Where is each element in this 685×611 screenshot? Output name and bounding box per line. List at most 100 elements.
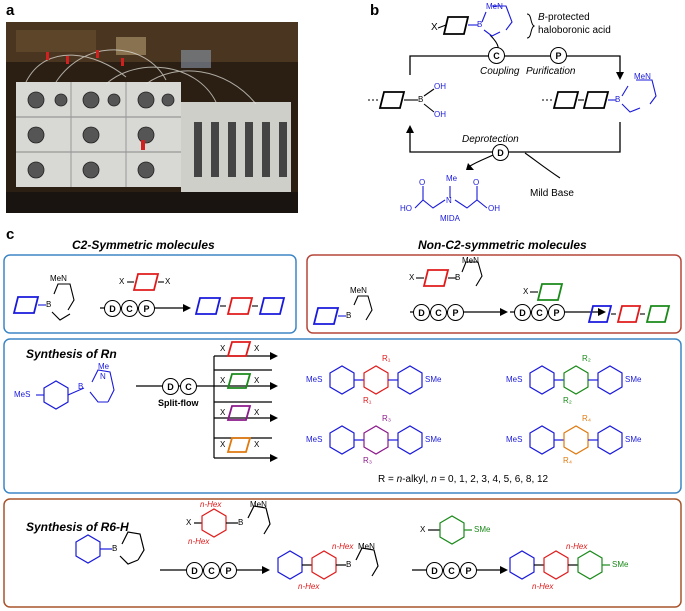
rn-start-structure — [36, 369, 115, 410]
nonc2-c2-circle: C — [531, 304, 548, 321]
r6h-start-b: B — [112, 544, 118, 553]
rn-p2-r2-top: R₂ — [582, 354, 591, 363]
r6h-c2-circle: C — [443, 562, 460, 579]
nonc2-box — [306, 254, 682, 334]
nonc2-d2-circle: D — [514, 304, 531, 321]
rn-x-4a: X — [220, 440, 226, 449]
rn-p4-r4-bottom: R₄ — [563, 456, 573, 465]
nonc2-c1-circle: C — [430, 304, 447, 321]
r6h-title: Synthesis of R6-H — [26, 520, 129, 534]
c2-c-circle: C — [121, 300, 138, 317]
boronic-oh-top: OH — [434, 82, 446, 91]
c2-x-right: X — [165, 277, 171, 286]
r6h-reagent2-structure — [428, 515, 472, 545]
rn-x-4b: X — [254, 440, 260, 449]
rn-p2-r2-bottom: R₂ — [563, 396, 572, 405]
mida-label: MIDA — [440, 214, 460, 223]
rn-footer: R = n-alkyl, n = 0, 1, 2, 3, 4, 5, 6, 8,… — [378, 474, 549, 485]
rn-p2-sme: SMe — [625, 375, 642, 384]
r6h-reagent-men: MeN — [250, 500, 267, 509]
rn-product-r4 — [529, 425, 623, 455]
rn-product-r1 — [329, 365, 423, 395]
c2-reagent-structure — [127, 273, 164, 291]
nonc2-p1-circle: P — [447, 304, 464, 321]
c2-start-structure — [12, 283, 75, 321]
rn-p4-mes: MeS — [506, 435, 523, 444]
panel-label-c: c — [6, 226, 15, 243]
rn-x-1b: X — [254, 344, 260, 353]
nonc2-product-structure — [587, 305, 671, 323]
r6h-start-structure — [75, 531, 145, 565]
c2-box — [3, 254, 297, 334]
r6h-p2-circle: P — [460, 562, 477, 579]
mild-base-label: Mild Base — [530, 188, 574, 199]
rn-d-circle: D — [162, 378, 179, 395]
r6h-product-structure — [509, 550, 610, 580]
c2-product-structure — [194, 297, 286, 315]
rn-x-2b: X — [254, 376, 260, 385]
mida-structure — [414, 186, 488, 209]
rn-p1-r1-bottom: R₁ — [363, 396, 372, 405]
c2-p-circle: P — [138, 300, 155, 317]
r6h-d1-circle: D — [186, 562, 203, 579]
nonc2-b: B — [346, 311, 352, 320]
r6h-reagent-x: X — [186, 518, 192, 527]
mida-o-right: O — [473, 178, 480, 187]
r6h-c1-circle: C — [203, 562, 220, 579]
rn-x-3a: X — [220, 408, 226, 417]
top-reagent-x: X — [431, 22, 438, 33]
boronic-oh-bottom: OH — [434, 110, 446, 119]
rn-p3-r3-bottom: R₃ — [363, 456, 373, 465]
r6h-box — [3, 498, 682, 608]
nonc2-p2-circle: P — [548, 304, 565, 321]
rn-p4-r4-top: R₄ — [582, 414, 592, 423]
coupling-label: Coupling — [480, 66, 520, 77]
r6h-intermediate-structure — [277, 547, 379, 580]
nonc2-reagent2-structure — [530, 283, 564, 301]
r6h-reagent-nhex-top: n-Hex — [200, 500, 222, 509]
rn-p1-sme: SMe — [425, 375, 442, 384]
mida-oh-right: OH — [488, 204, 500, 213]
rn-start-b: B — [78, 382, 84, 391]
r6h-reagent2-sme: SMe — [474, 525, 491, 534]
purification-label: Purification — [526, 66, 576, 77]
top-reagent-men: MeN — [486, 2, 503, 11]
product-men: MeN — [634, 72, 651, 81]
nonc2-d1-circle: D — [413, 304, 430, 321]
coupling-circle: C — [488, 47, 505, 64]
r6h-prod-nhex-bottom: n-Hex — [532, 582, 554, 591]
r6h-d2-circle: D — [426, 562, 443, 579]
nonc2-reagent1-structure — [416, 261, 483, 287]
r6h-int-b: B — [346, 560, 352, 569]
c2-title: C2-Symmetric molecules — [72, 238, 215, 252]
protected-label: B-protected — [538, 12, 590, 23]
rn-x-2a: X — [220, 376, 226, 385]
rn-product-r3 — [329, 425, 423, 455]
rn-p1-mes: MeS — [306, 375, 323, 384]
rn-start-n: N — [100, 372, 106, 381]
product-b: B — [615, 95, 621, 104]
nonc2-x2: X — [523, 287, 529, 296]
c2-b: B — [46, 300, 52, 309]
mida-n: N — [446, 196, 452, 205]
nonc2-men: MeN — [350, 286, 367, 295]
coupled-product-structure — [542, 79, 657, 113]
synthesizer-photo — [6, 22, 298, 213]
r6h-prod-nhex-top: n-Hex — [566, 542, 588, 551]
mida-o-left: O — [419, 178, 426, 187]
rn-p4-sme: SMe — [625, 435, 642, 444]
r6h-int-nhex-bottom: n-Hex — [298, 582, 320, 591]
r6h-int-men: MeN — [358, 542, 375, 551]
split-flow-label: Split-flow — [158, 398, 199, 408]
r6h-int-nhex-top: n-Hex — [332, 542, 354, 551]
nonc2-men2: MeN — [462, 256, 479, 265]
rn-start-mes: MeS — [14, 390, 31, 399]
top-reagent-b: B — [477, 20, 483, 29]
rn-p3-mes: MeS — [306, 435, 323, 444]
nonc2-b2: B — [455, 273, 461, 282]
top-reagent-structure — [437, 5, 513, 37]
rn-box — [3, 338, 682, 494]
rn-p3-sme: SMe — [425, 435, 442, 444]
rn-x-1a: X — [220, 344, 226, 353]
